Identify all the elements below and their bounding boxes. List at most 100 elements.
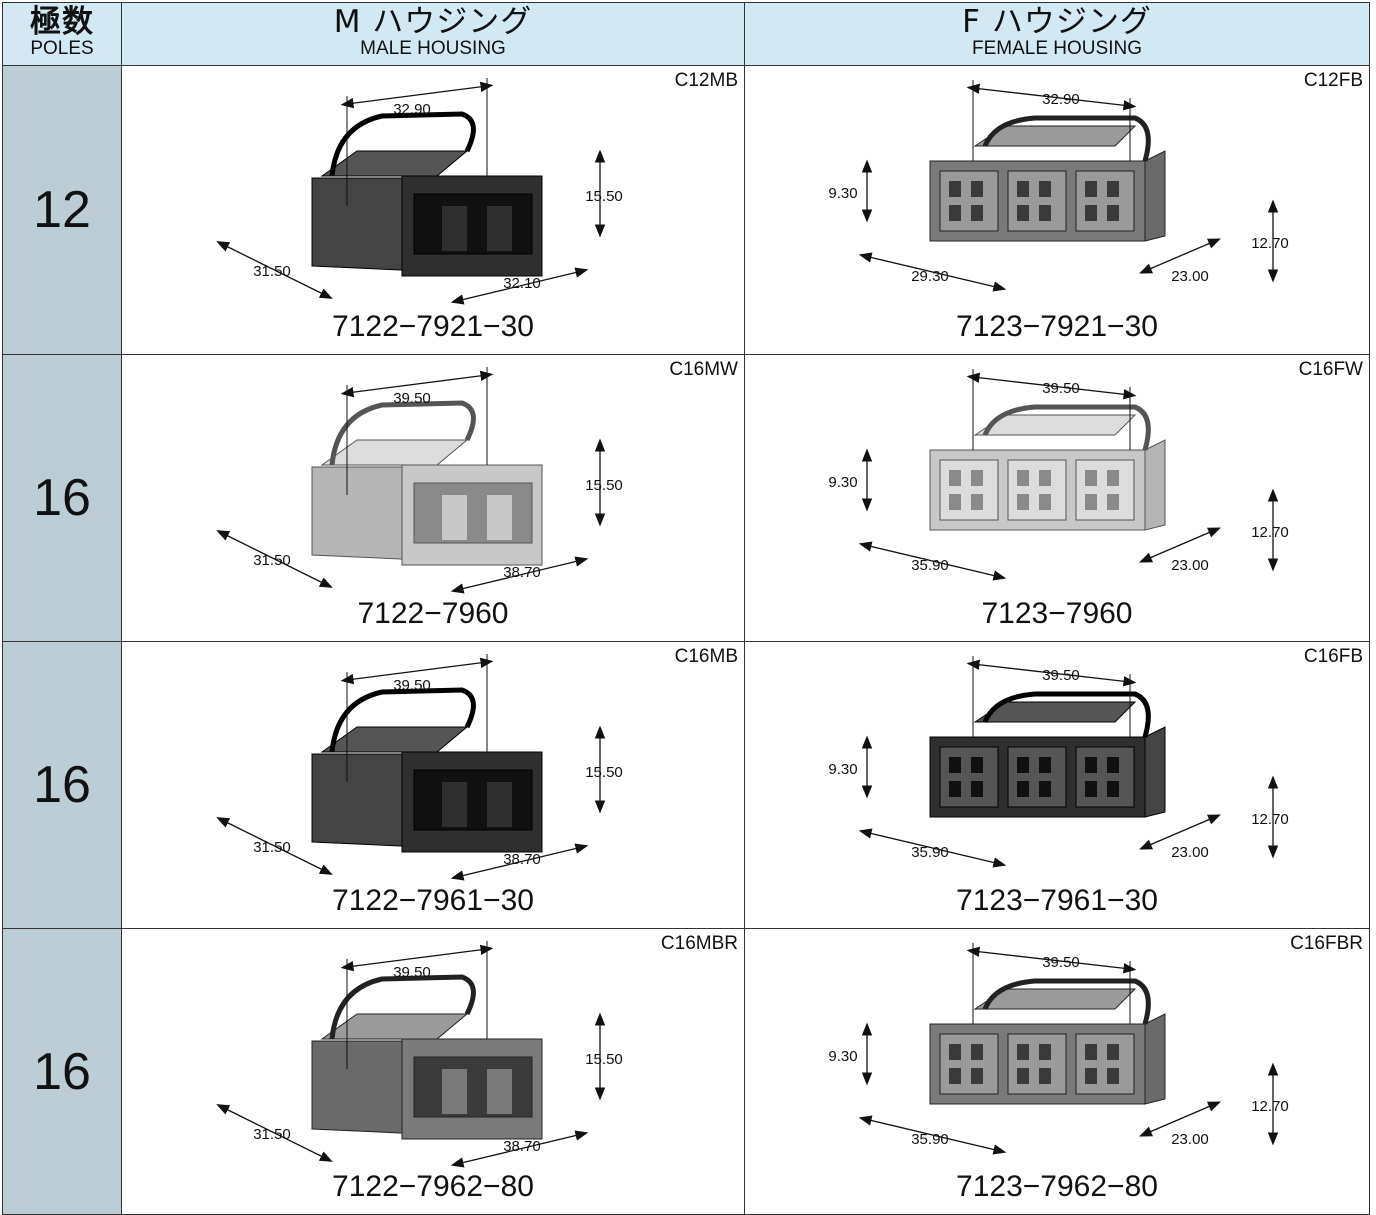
terminal-cavity: [1085, 781, 1097, 797]
terminal-cavity: [1039, 181, 1051, 197]
dim-rear-depth-label: 23.00: [1171, 557, 1209, 574]
dim-width-label: 39.50: [393, 964, 431, 981]
dim-height-front-label: 9.30: [828, 474, 857, 491]
female-part-number: 7123−7961−30: [956, 884, 1158, 917]
latch-arm: [329, 687, 476, 753]
terminal-cavity: [1107, 494, 1119, 510]
dimension-arrow: [340, 657, 494, 685]
cavity-block: [1007, 1033, 1067, 1095]
housing-top-face: [320, 150, 469, 177]
housing-side-face: [1144, 150, 1166, 242]
housing-opening: [413, 193, 533, 255]
poles-cell: 16: [2, 641, 122, 929]
dim-depth-label: 35.90: [911, 844, 949, 861]
cavity-block: [939, 1033, 999, 1095]
dim-width-label: 39.50: [1042, 380, 1080, 397]
dim-height-rear-label: 12.70: [1251, 1098, 1289, 1115]
female-part-number: 7123−7962−80: [956, 1170, 1158, 1203]
dimension-arrow: [1139, 1101, 1221, 1137]
dimension-arrow: [966, 946, 1137, 974]
housing-top-face: [320, 726, 469, 753]
terminal-cavity: [1085, 205, 1097, 221]
dim-height-label: 15.50: [585, 188, 623, 205]
housing-rib: [442, 495, 467, 540]
housing-opening: [413, 482, 533, 544]
poles-cell: 16: [2, 928, 122, 1215]
male-header-jp: M ハウジング: [333, 4, 533, 40]
terminal-cavity: [1107, 1068, 1119, 1084]
terminal-cavity: [1085, 757, 1097, 773]
male-code: C16MW: [669, 359, 738, 380]
terminal-cavity: [971, 470, 983, 486]
housing-top-face: [320, 1013, 469, 1040]
male-code: C12MB: [674, 70, 738, 91]
terminal-cavity: [1039, 1044, 1051, 1060]
terminal-cavity: [1017, 494, 1029, 510]
dimension-arrow: [340, 81, 494, 109]
housing-side-face: [1144, 439, 1166, 531]
female-housing-header: F ハウジング FEMALE HOUSING: [744, 2, 1370, 66]
dim-height-front-label: 9.30: [828, 185, 857, 202]
female-header-en: FEMALE HOUSING: [972, 38, 1142, 59]
terminal-cavity: [1017, 1068, 1029, 1084]
terminal-cavity: [949, 205, 961, 221]
housing-rib: [442, 206, 467, 251]
dimension-arrow: [1139, 238, 1221, 274]
housing-rib: [487, 206, 512, 251]
poles-cell: 16: [2, 354, 122, 642]
terminal-cavity: [1085, 181, 1097, 197]
female-code: C16FBR: [1290, 933, 1363, 954]
dim-depth-label: 31.50: [253, 839, 291, 856]
latch-arm: [982, 115, 1151, 162]
dim-rear-depth-label: 23.00: [1171, 268, 1209, 285]
terminal-cavity: [1039, 781, 1051, 797]
latch-arm: [982, 691, 1151, 738]
dimension-arrow: [858, 1115, 1007, 1155]
housing-rib: [442, 782, 467, 827]
dim-height-front-label: 9.30: [828, 1048, 857, 1065]
dim-depth-label: 31.50: [253, 1126, 291, 1143]
male-code: C16MBR: [660, 933, 738, 954]
terminal-cavity: [1017, 757, 1029, 773]
dim-depth-label: 35.90: [911, 557, 949, 574]
terminal-cavity: [1017, 205, 1029, 221]
terminal-cavity: [971, 1068, 983, 1084]
terminal-cavity: [949, 494, 961, 510]
dimension-arrow: [966, 659, 1137, 687]
cavity-block: [1075, 746, 1135, 808]
housing-opening: [413, 769, 533, 831]
dimension-arrow: [450, 267, 589, 305]
terminal-cavity: [1039, 470, 1051, 486]
terminal-cavity: [1039, 205, 1051, 221]
dimension-arrow: [1139, 814, 1221, 850]
terminal-cavity: [1107, 470, 1119, 486]
dimension-arrow: [966, 83, 1137, 111]
latch-arm: [982, 978, 1151, 1025]
dim-width-label: 39.50: [393, 677, 431, 694]
housing-rib: [487, 782, 512, 827]
dimension-arrow: [966, 372, 1137, 400]
dimension-arrow: [216, 241, 333, 299]
cavity-block: [1075, 459, 1135, 521]
latch-arm: [329, 111, 476, 177]
terminal-cavity: [1017, 1044, 1029, 1060]
dim-length-label: 32.10: [503, 275, 541, 292]
dim-width-label: 39.50: [1042, 667, 1080, 684]
terminal-cavity: [971, 205, 983, 221]
dim-length-label: 38.70: [503, 1138, 541, 1155]
male-part-number: 7122−7921−30: [332, 310, 534, 343]
dim-width-label: 32.90: [1042, 91, 1080, 108]
terminal-cavity: [1085, 494, 1097, 510]
dim-rear-depth-label: 23.00: [1171, 1131, 1209, 1148]
cavity-block: [939, 746, 999, 808]
dimension-arrow: [216, 1104, 333, 1162]
